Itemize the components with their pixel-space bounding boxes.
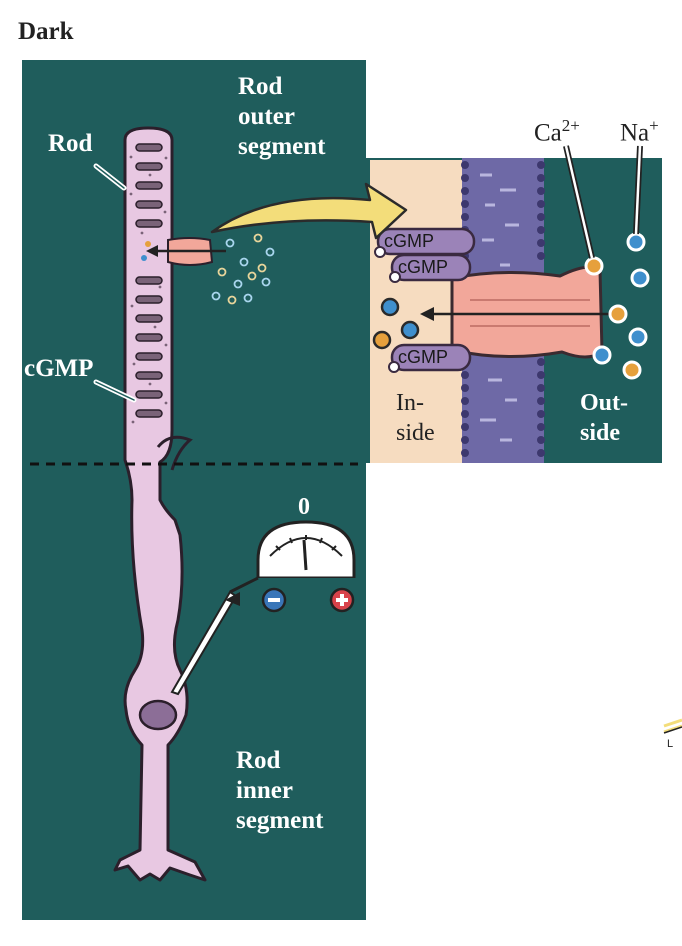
- outer-segment-label: Rod outer segment: [238, 73, 326, 160]
- ions-inside: [372, 297, 420, 350]
- sodium-label: Na+: [620, 116, 659, 147]
- cgmp-tags: [374, 227, 476, 373]
- electrode-minus-icon: [261, 587, 287, 613]
- cgmp-tag-1: cGMP: [384, 231, 435, 251]
- cgmp-gated-channel: [450, 265, 604, 359]
- ions-inset: [584, 232, 650, 380]
- outside-label: Out- side: [580, 390, 628, 446]
- rod-discs: [135, 143, 163, 418]
- rod-label: Rod: [48, 130, 93, 157]
- edge-arrow-fragment: [663, 718, 682, 734]
- edge-fragment-text: L: [667, 738, 674, 750]
- rightward-block-arrow: [210, 182, 408, 240]
- ion-flow-arrow: [420, 307, 612, 321]
- cgmp-label: cGMP: [24, 355, 94, 382]
- label-pointers: [93, 163, 137, 403]
- calcium-label: Ca2+: [534, 116, 580, 147]
- cgmp-tag-2: cGMP: [398, 257, 449, 277]
- outer-segment-channel: [141, 237, 226, 266]
- electrode-plus-icon: [329, 587, 355, 613]
- meter-value: 0: [298, 494, 310, 520]
- page-title: Dark: [18, 18, 74, 45]
- recording-electrode: [170, 576, 259, 696]
- inside-label: In- side: [396, 390, 435, 446]
- inner-segment-label: Rod inner segment: [236, 747, 324, 834]
- cgmp-dots: [129, 155, 168, 424]
- ions-outer-segment: [211, 233, 275, 305]
- voltmeter-icon: [250, 520, 362, 586]
- cgmp-tag-3: cGMP: [398, 347, 449, 367]
